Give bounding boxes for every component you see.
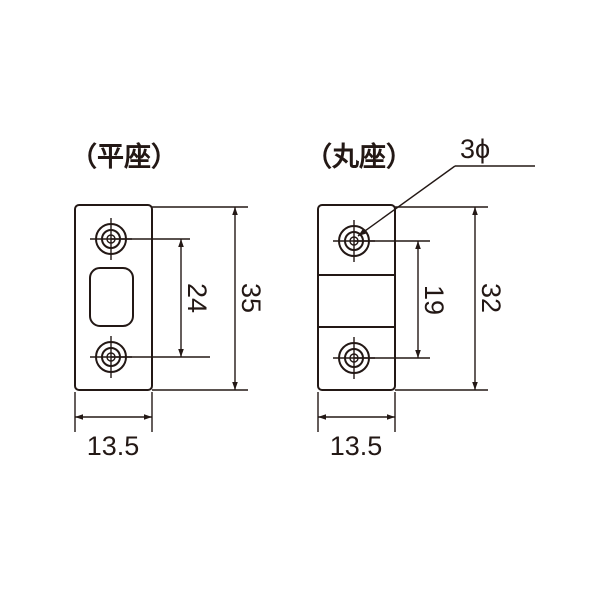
round-pitch-dim-text: 19 [419, 285, 449, 315]
round-plate-view: （丸座） 3ϕ 19 [305, 134, 535, 461]
round-plate-title: （丸座） [305, 141, 413, 173]
hole-dia-leader [357, 165, 456, 237]
flat-plate-title: （平座） [70, 141, 178, 173]
round-height-dim-text: 32 [476, 283, 506, 313]
flat-plate-slot [89, 267, 134, 327]
flat-plate-outline [74, 204, 153, 391]
flat-pitch-dim-text: 24 [182, 283, 212, 313]
flat-width-dim-text: 13.5 [87, 431, 140, 461]
flat-plate-view: （平座） 24 35 [70, 141, 266, 461]
hole-dia-dim-text: 3ϕ [460, 134, 490, 164]
round-plate-outline [317, 204, 396, 391]
flat-height-dim-text: 35 [236, 283, 266, 313]
round-width-dim-text: 13.5 [330, 431, 383, 461]
